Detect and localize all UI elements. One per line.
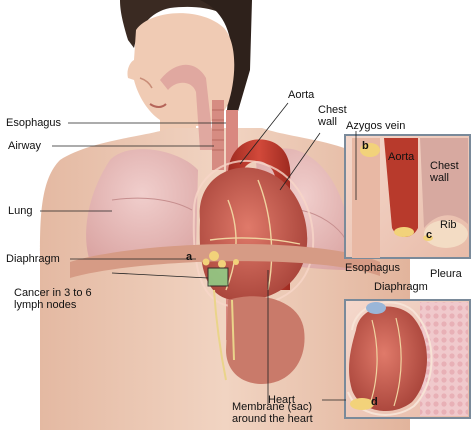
label-chest-wall-line1: Chest — [318, 104, 347, 116]
label-chest-wall-line2: wall — [318, 116, 337, 128]
label-inset-chest-line1: Chest — [430, 160, 459, 172]
inset-top — [344, 134, 471, 259]
tumors — [202, 251, 239, 268]
label-azygos-vein: Azygos vein — [346, 120, 406, 132]
marker-b: b — [362, 140, 369, 152]
label-esophagus: Esophagus — [6, 117, 62, 129]
diaphragm — [70, 243, 380, 278]
label-inset-diaphragm: Diaphragm — [374, 281, 428, 293]
zoom-region-box — [207, 267, 229, 287]
label-inset-esophagus: Esophagus — [345, 262, 401, 274]
lymph-vessels — [213, 289, 235, 381]
label-cancer-line1: Cancer in 3 to 6 — [14, 287, 92, 299]
label-diaphragm: Diaphragm — [6, 253, 60, 265]
label-heart: Heart — [268, 394, 295, 406]
stomach — [226, 296, 305, 384]
label-inset-rib: Rib — [440, 219, 457, 231]
label-inset-aorta: Aorta — [388, 151, 415, 163]
heart — [199, 167, 308, 301]
leader-lines — [40, 102, 357, 404]
label-airway: Airway — [8, 140, 42, 152]
label-membrane-line1: Membrane (sac) — [232, 401, 313, 413]
label-cancer-line2: lymph nodes — [14, 299, 77, 311]
label-inset-pleura: Pleura — [430, 268, 462, 280]
marker-d: d — [371, 396, 378, 408]
inset-bottom — [344, 299, 471, 419]
label-inset-chest-line2: wall — [430, 172, 449, 184]
label-membrane-line2: around the heart — [232, 413, 313, 425]
airway — [160, 64, 224, 170]
label-lung: Lung — [8, 205, 33, 217]
hair — [120, 0, 252, 120]
label-aorta: Aorta — [288, 89, 315, 101]
marker-a: a — [186, 251, 193, 263]
marker-c: c — [426, 229, 433, 241]
